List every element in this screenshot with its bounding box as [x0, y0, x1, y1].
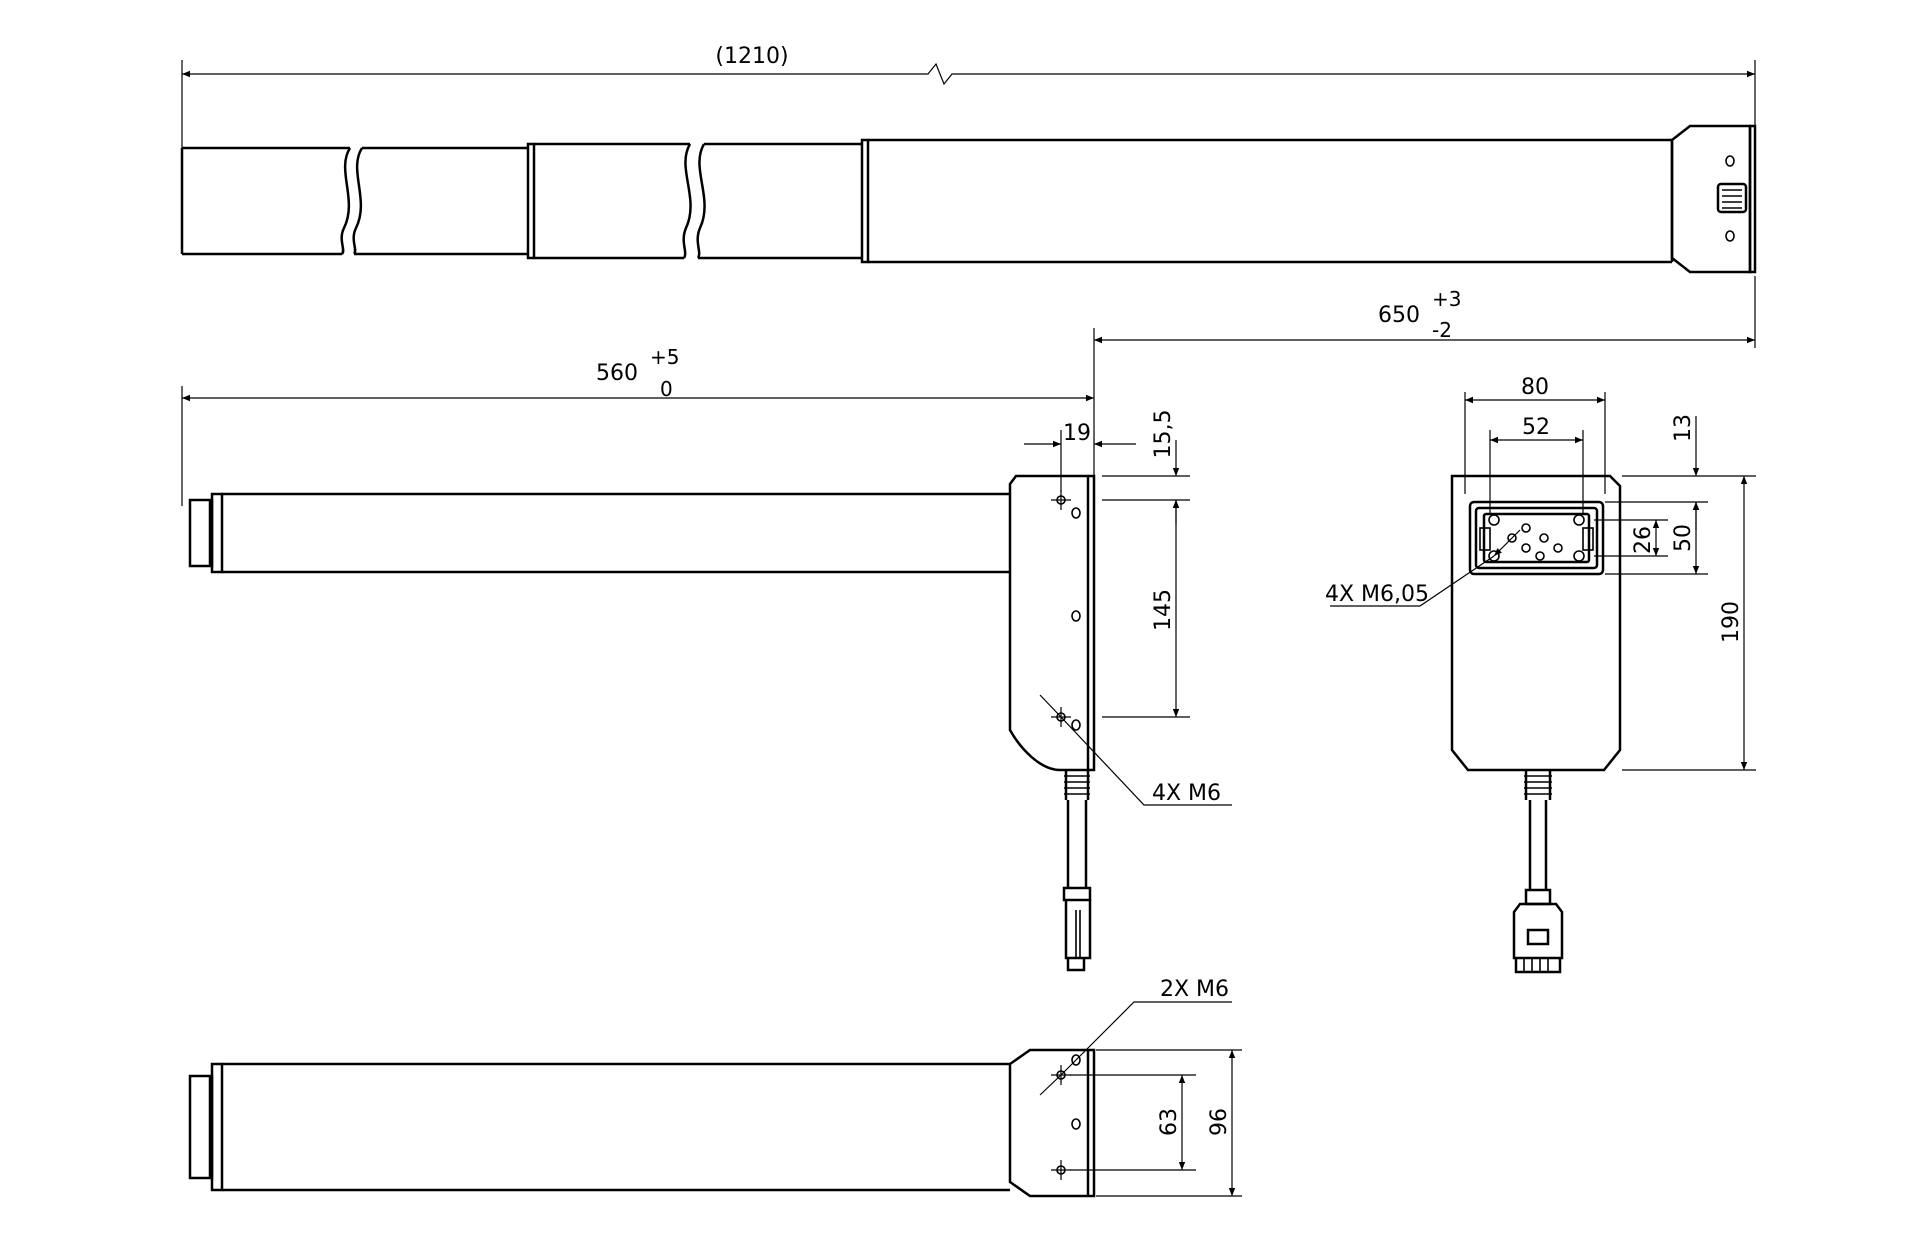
pocket-height-label: 50	[1671, 524, 1696, 552]
stroke-length-upper-tol: +5	[650, 345, 679, 369]
end-hole-callout: 4X M6,05	[1325, 582, 1429, 607]
bottom-view: 2X M6 63 96	[188, 977, 1242, 1198]
outer-width-label: 80	[1521, 375, 1549, 400]
hole-spacing-label: 145	[1151, 589, 1176, 631]
side-hole-callout: 4X M6	[1152, 781, 1221, 806]
inner-width-label: 52	[1522, 415, 1550, 440]
bracket-height-label: 96	[1207, 1108, 1232, 1136]
retracted-length-upper-tol: +3	[1432, 287, 1461, 311]
total-height-label: 190	[1719, 601, 1744, 643]
hole-height-label: 26	[1631, 526, 1656, 554]
bottom-hole-callout: 2X M6	[1160, 977, 1229, 1002]
retracted-length-label: 650	[1378, 303, 1420, 328]
stroke-length-label: 560	[596, 361, 638, 386]
bottom-hole-spacing-label: 63	[1157, 1108, 1182, 1136]
overall-length-label: (1210)	[715, 44, 788, 69]
top-offset-label: 15,5	[1151, 410, 1176, 459]
top-view: (1210)	[180, 44, 1757, 274]
bracket-offset-label: 19	[1063, 421, 1091, 446]
stroke-length-lower-tol: 0	[660, 377, 673, 401]
end-view: 80 52 13 26 50 190 4X M6,05	[1325, 375, 1756, 974]
side-view: 650 +3 -2 560 +5 0 19	[181, 276, 1756, 972]
retracted-length-lower-tol: -2	[1432, 318, 1452, 342]
top-gap-label: 13	[1671, 414, 1696, 442]
